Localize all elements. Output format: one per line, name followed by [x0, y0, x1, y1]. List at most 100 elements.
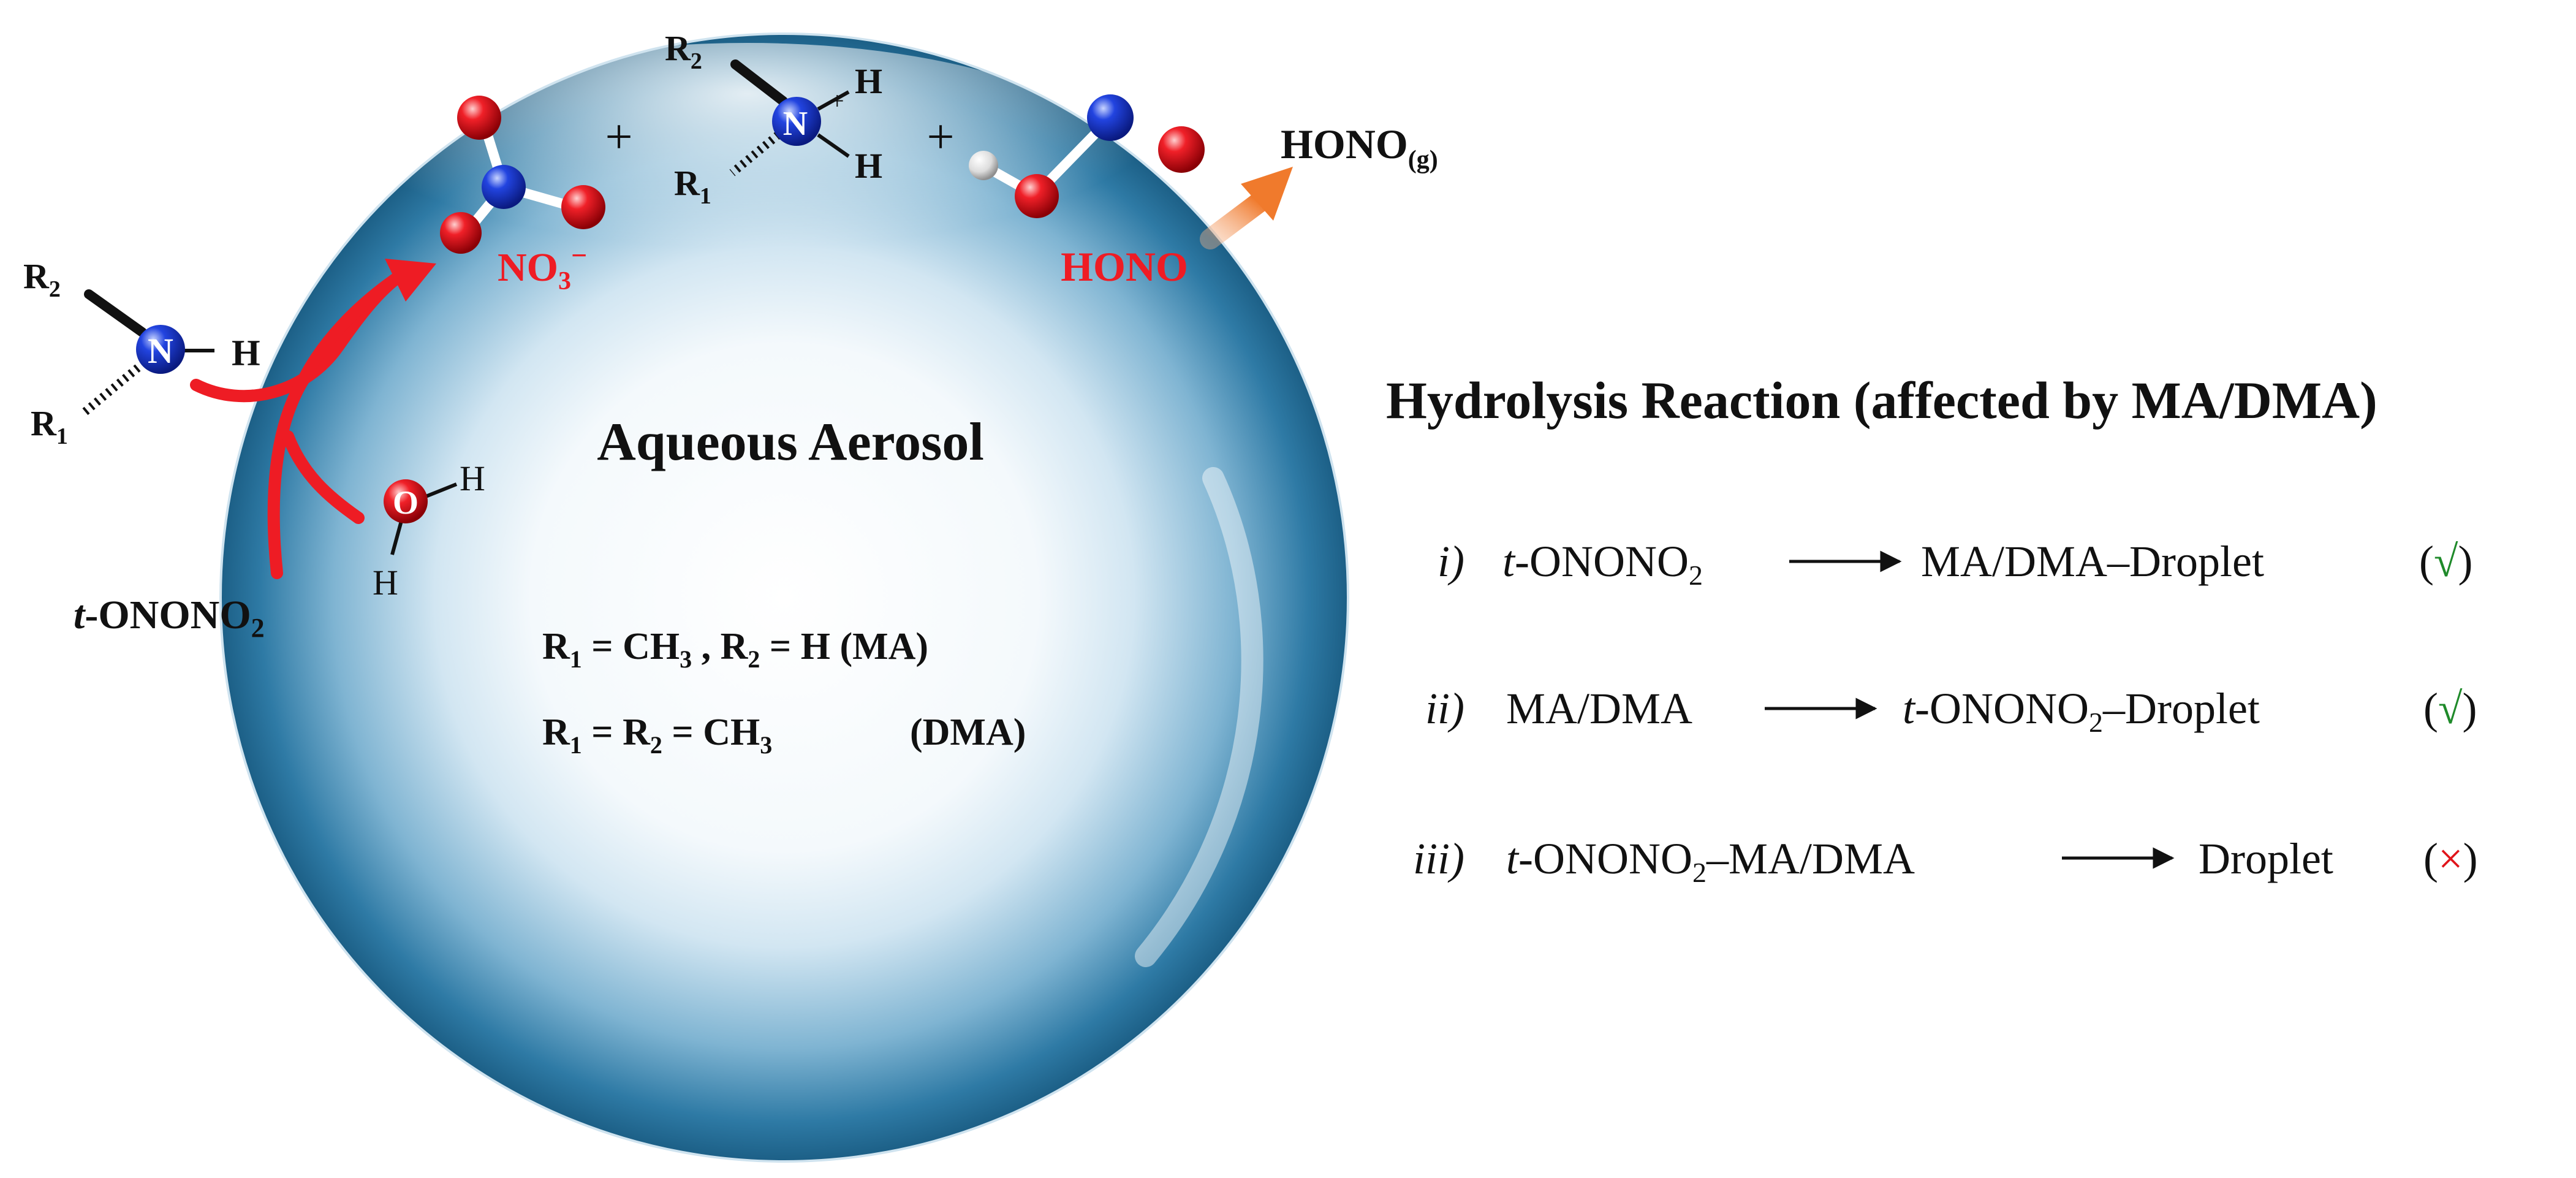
ammonium-charge: + [830, 87, 844, 115]
row-3-num: iii) [1413, 834, 1464, 883]
amine-r2: R [23, 256, 50, 296]
nitrate-n [482, 165, 526, 209]
release-arrow-head [1241, 167, 1293, 221]
row-3-lhs-tail: –MA/DMA [1706, 834, 1915, 883]
ammonium-ion-icon [729, 59, 850, 177]
water-h-top-label: H [460, 458, 485, 498]
hono-gas-label: HONO(g) [1281, 121, 1438, 174]
legend-eq1: = CH [582, 626, 680, 667]
amine-r1: R [31, 403, 57, 443]
water-oxygen [384, 479, 428, 523]
water-o-label: O [393, 484, 419, 521]
legend-ma-tail: = H (MA) [760, 626, 928, 667]
hono-gas-text: HONO [1281, 121, 1408, 167]
legend-line-dma: R1 = R2 = CH3 [542, 712, 772, 759]
reaction-arrow-icon [190, 259, 436, 579]
nitrate-label: NO3− [498, 240, 587, 295]
row-3-mark-symbol: × [2438, 834, 2463, 883]
row-2-mark-close: ) [2463, 684, 2477, 733]
water-oh-bottom-bond [390, 520, 403, 555]
water-h-bottom-label: H [373, 563, 398, 602]
ononoo-sub: 2 [251, 613, 265, 643]
ammonium-h-top-label: H [855, 61, 882, 101]
amine-r1-hash [80, 364, 141, 417]
droplet-outline [219, 32, 1349, 1163]
row-2-lhs: MA/DMA [1506, 684, 1692, 733]
droplet-body [221, 34, 1348, 1161]
water-oh-top-bond [425, 482, 458, 498]
legend-line-ma: R1 = CH3 , R2 = H (MA) [542, 626, 928, 673]
nitrate-text: NO [498, 245, 558, 290]
droplet-icon [219, 32, 1349, 1163]
legend2-r1-sub: 1 [570, 731, 582, 759]
legend2-r1: R [542, 712, 570, 753]
row-2-mark-open: ( [2423, 684, 2438, 733]
amine-nitrogen [136, 325, 185, 374]
ononoo-label: t-ONONO2 [74, 593, 265, 643]
row-2-rhs-pre: -ONONO [1915, 684, 2089, 733]
row-1-mark-open: ( [2419, 537, 2434, 586]
ammonium-h-bottom-bond [817, 133, 850, 158]
release-arrow-icon [1200, 167, 1293, 249]
ammonium-r2-label: R2 [665, 28, 702, 74]
hono-n [1087, 94, 1134, 141]
ammonium-r1: R [674, 163, 700, 203]
hono-o1 [1015, 174, 1059, 218]
legend2-ch3-sub: 3 [760, 731, 772, 759]
row-2-mark-symbol: √ [2438, 684, 2463, 733]
row-1-lhs: t-ONONO2 [1502, 537, 1703, 591]
row-2-rhs-t: t [1903, 684, 1916, 733]
row-3-lhs: t-ONONO2–MA/DMA [1506, 834, 1915, 888]
hono-gas-sub: (g) [1408, 146, 1438, 174]
ammonium-h-bottom-label: H [855, 146, 882, 186]
ammonium-r2-wedge [730, 59, 788, 106]
hono-ball-model-icon [969, 94, 1205, 218]
row-2-rhs-tail: –Droplet [2102, 684, 2260, 733]
nitrate-sup: − [571, 240, 587, 271]
legend2-eq2: = CH [662, 712, 760, 753]
release-arrow-shaft [1200, 192, 1270, 249]
ammonium-r1-sub: 1 [700, 183, 711, 209]
amine-n-label: N [148, 331, 173, 371]
legend2-r2-sub: 2 [650, 731, 662, 759]
amine-r1-label: R1 [31, 403, 68, 449]
legend-sep: , R [692, 626, 749, 667]
nitrate-o-left [440, 212, 482, 254]
nitrate-o-top [457, 96, 501, 140]
row-1-rhs: MA/DMA–Droplet [1921, 537, 2264, 586]
hono-label: HONO [1061, 243, 1188, 290]
row-1-lhs-t: t [1502, 537, 1516, 586]
row-2-mark: (√) [2423, 684, 2477, 733]
ammonium-nitrogen [772, 97, 821, 146]
reaction-arrow-head [385, 259, 436, 302]
row-1-mark-close: ) [2458, 537, 2473, 586]
legend-ch3-sub: 3 [680, 645, 692, 673]
droplet-reflection [1135, 467, 1263, 967]
amine-h-label: H [232, 333, 260, 373]
hono-h [969, 151, 998, 180]
nitrate-o-right [561, 185, 605, 229]
amine-r1-sub: 1 [56, 424, 68, 449]
nitrate-sub: 3 [558, 267, 571, 295]
row-3-mark: (×) [2423, 834, 2478, 883]
row-2-rhs-sub: 2 [2089, 707, 2103, 738]
water-attack-curve [282, 430, 365, 524]
legend2-eq1: = R [582, 712, 651, 753]
nitrate-ball-model-icon [440, 96, 605, 254]
amine-molecule-icon [80, 289, 214, 417]
row-3-lhs-sub: 2 [1692, 857, 1707, 888]
ammonium-n-label: N [783, 105, 808, 143]
hono-o2 [1158, 126, 1205, 173]
row-3-lhs-rest: -ONONO [1518, 834, 1692, 883]
ammonium-r1-label: R1 [674, 163, 711, 209]
ammonium-h-top-bond [817, 90, 850, 111]
row-1-lhs-sub: 2 [1689, 560, 1703, 591]
amine-r2-wedge [84, 289, 147, 337]
ononoo-rest: -ONONO [85, 593, 251, 637]
amine-r2-sub: 2 [49, 276, 61, 302]
ammonium-r2: R [665, 28, 691, 68]
ononoo-t: t [74, 593, 86, 637]
legend-r1: R [542, 626, 570, 667]
ammonium-r1-hash [729, 131, 781, 177]
